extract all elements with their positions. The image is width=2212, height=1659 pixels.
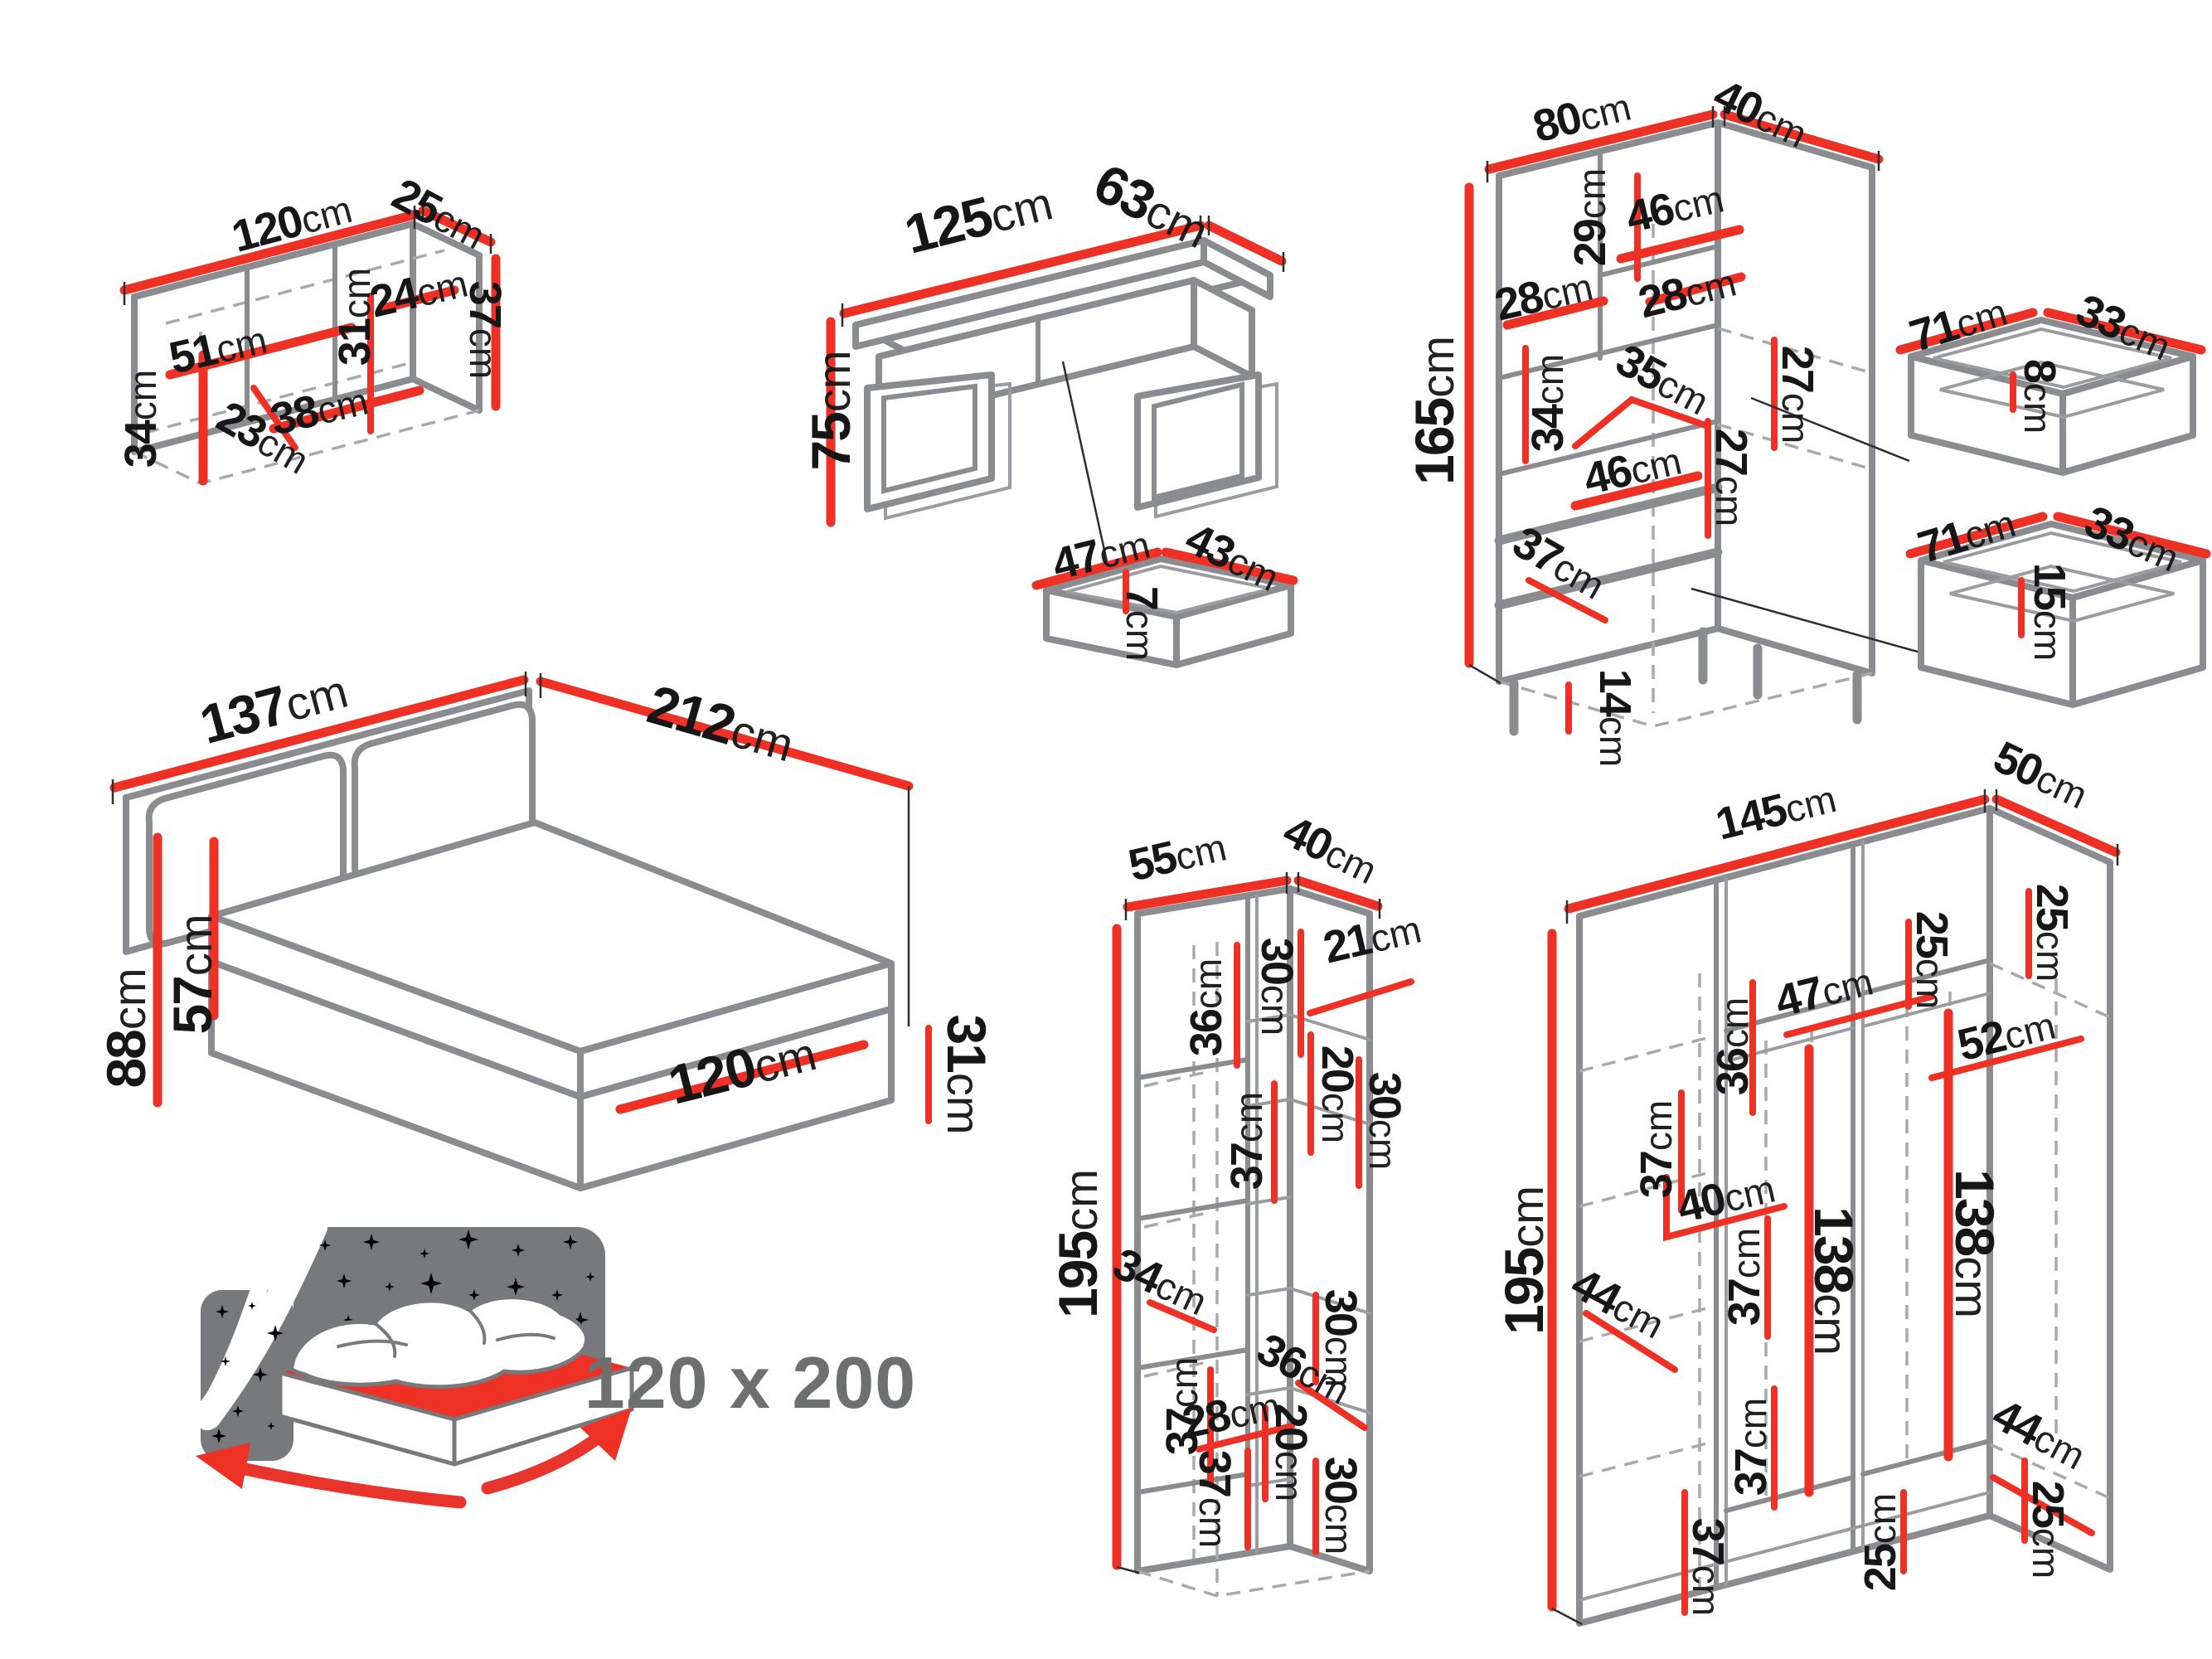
wall-shelf-drawing	[119, 202, 501, 486]
pullout-tray-2-drawing	[1905, 512, 2211, 708]
desk-tray-drawing	[1031, 547, 1298, 668]
tall-cabinet-drawing	[1464, 106, 1884, 736]
pullout-tray-1-drawing	[1691, 308, 2206, 655]
mattress-size-label: 120 x 200	[584, 1341, 917, 1424]
wardrobe-drawing	[1547, 789, 2121, 1627]
bed-drawing	[109, 672, 932, 1191]
desk-drawing	[826, 216, 1287, 581]
bed-size-pictogram	[193, 1213, 634, 1509]
narrow-bookcase-drawing	[1112, 872, 1414, 1598]
